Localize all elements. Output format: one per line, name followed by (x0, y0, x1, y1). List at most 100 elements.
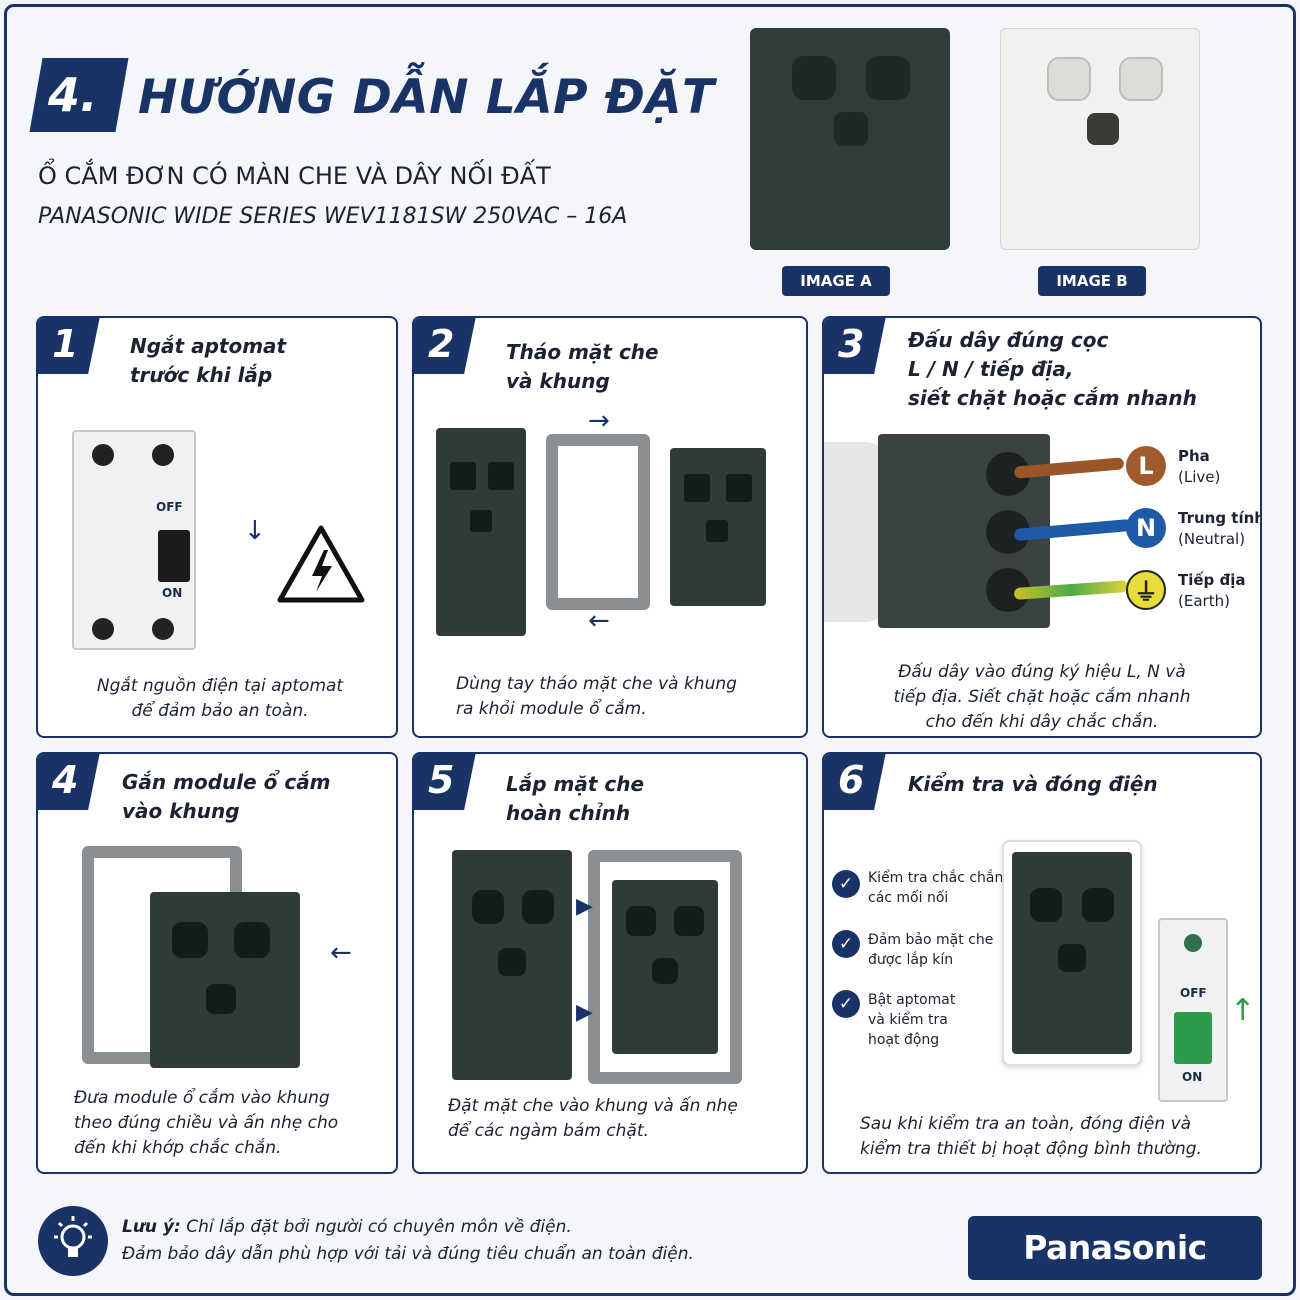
step-title-line: Kiểm tra và đóng điện (908, 772, 1158, 796)
step-number-badge: 1 (38, 318, 100, 374)
wire-name: Tiếp địa (1178, 571, 1246, 589)
step-number-badge: 3 (824, 318, 886, 374)
breaker-toggle (158, 530, 190, 582)
note-line: Chỉ lắp đặt bởi người có chuyên môn về đ… (186, 1217, 572, 1237)
brand-logo: Panasonic (968, 1216, 1262, 1280)
step-description-line: đến khi khớp chắc chắn. (74, 1138, 282, 1158)
wire-label-earth: Tiếp địa (Earth) (1178, 570, 1246, 612)
step-number: 6 (838, 758, 865, 802)
checklist-line: và kiểm tra (868, 1012, 948, 1028)
socket-hole-right (1119, 57, 1163, 101)
circuit-breaker: OFF ON (1158, 918, 1228, 1102)
step-description-line: kiểm tra thiết bị hoạt động bình thường. (860, 1139, 1202, 1159)
step-title: Kiểm tra và đóng điện (908, 770, 1158, 799)
lightbulb-icon (38, 1206, 108, 1276)
breaker-screw (92, 618, 114, 640)
wire-sub: (Neutral) (1178, 530, 1246, 548)
arrow-left-icon: ← (588, 606, 610, 636)
socket-hole-left (792, 56, 836, 100)
socket-hole (450, 462, 476, 490)
step-description: Đấu dây vào đúng ký hiệu L, N và tiếp đị… (854, 660, 1230, 735)
arrow-right-icon: ▶ (576, 894, 593, 919)
step-number-badge: 5 (414, 754, 476, 810)
checklist-item: Bật aptomat và kiểm tra hoạt động (868, 990, 955, 1050)
step-title-line: và khung (506, 369, 610, 393)
checklist-line: Đảm bảo mặt che (868, 932, 994, 948)
check-icon: ✓ (832, 990, 860, 1018)
wire-name: Pha (1178, 447, 1210, 465)
step-description: Sau khi kiểm tra an toàn, đóng điện và k… (860, 1112, 1202, 1162)
step-description-line: để đảm bảo an toàn. (131, 701, 309, 721)
mounting-frame (546, 434, 650, 610)
arrow-up-icon: ↑ (1230, 993, 1256, 1028)
earth-symbol: ⏚ (1126, 570, 1166, 610)
step-title-line: Gắn module ổ cắm (122, 770, 331, 794)
arrow-left-icon: ← (330, 938, 352, 968)
socket-hole (206, 984, 236, 1014)
socket-hole (726, 474, 752, 502)
step-title-line: trước khi lắp (130, 363, 273, 387)
wire-label-live: Pha (Live) (1178, 446, 1220, 488)
check-icon: ✓ (832, 870, 860, 898)
step-description-line: Đưa module ổ cắm vào khung (74, 1088, 330, 1108)
step-title-line: Lắp mặt che (506, 772, 645, 796)
step-number: 5 (428, 758, 455, 802)
step-description-line: Đặt mặt che vào khung và ấn nhẹ (448, 1096, 738, 1116)
breaker-off-label: OFF (1180, 986, 1207, 1000)
arrow-right-icon: → (588, 406, 610, 436)
live-symbol: L (1126, 446, 1166, 486)
step-description-line: tiếp địa. Siết chặt hoặc cắm nhanh (893, 687, 1191, 707)
step-description: Dùng tay tháo mặt che và khung ra khỏi m… (456, 672, 737, 722)
checklist-line: được lắp kín (868, 952, 954, 968)
caption-image-b: IMAGE B (1038, 266, 1146, 296)
step-number-badge: 6 (824, 754, 886, 810)
step-title-line: L / N / tiếp địa, (908, 357, 1074, 381)
step-title: Lắp mặt che hoàn chỉnh (506, 770, 644, 828)
step-number: 4 (52, 758, 79, 802)
note-label: Lưu ý: (122, 1217, 181, 1237)
checklist-item: Kiểm tra chắc chắn các mối nối (868, 868, 1003, 908)
step-title-line: hoàn chỉnh (506, 801, 631, 825)
socket-hole (1082, 888, 1114, 922)
arrow-down-icon: ↓ (244, 516, 266, 546)
step-description-line: ra khỏi module ổ cắm. (456, 699, 647, 719)
breaker-indicator (1184, 934, 1202, 952)
step-title: Gắn module ổ cắm vào khung (122, 768, 331, 826)
step-title-line: vào khung (122, 799, 240, 823)
step-title: Tháo mặt che và khung (506, 338, 659, 396)
breaker-screw (92, 444, 114, 466)
wire-sub: (Earth) (1178, 592, 1230, 610)
step-number: 1 (52, 322, 79, 366)
step-title-line: Tháo mặt che (506, 340, 659, 364)
step-description-line: Đấu dây vào đúng ký hiệu L, N và (898, 662, 1186, 682)
electric-warning-icon (277, 525, 365, 603)
step-card-5: 5 Lắp mặt che hoàn chỉnh ▶ ▶ Đặt mặt che… (412, 752, 808, 1174)
safety-note: Lưu ý: Chỉ lắp đặt bởi người có chuyên m… (122, 1214, 694, 1268)
breaker-screw (152, 618, 174, 640)
section-number: 4. (48, 68, 98, 122)
step-title-line: Đấu dây đúng cọc (908, 328, 1109, 352)
checklist-line: hoạt động (868, 1032, 940, 1048)
socket-hole (472, 890, 504, 924)
circuit-breaker: OFF ON (72, 430, 196, 650)
step-description: Đưa module ổ cắm vào khung theo đúng chi… (74, 1086, 338, 1161)
socket-hole (674, 906, 704, 936)
step-number-badge: 2 (414, 318, 476, 374)
breaker-off-label: OFF (156, 500, 183, 514)
step-description-line: cho đến khi dây chắc chắn. (925, 712, 1159, 732)
product-image-a (750, 28, 950, 250)
socket-hole (234, 922, 270, 958)
step-description-line: Sau khi kiểm tra an toàn, đóng điện và (860, 1114, 1192, 1134)
checklist-line: Kiểm tra chắc chắn (868, 870, 1004, 886)
step-title: Ngắt aptomat trước khi lắp (130, 332, 286, 390)
step-card-6: 6 Kiểm tra và đóng điện ✓ Kiểm tra chắc … (822, 752, 1262, 1174)
page-title: HƯỚNG DẪN LẮP ĐẶT (138, 70, 715, 125)
wire-sub: (Live) (1178, 468, 1221, 486)
cover-plate (1012, 852, 1132, 1054)
mounting-frame (588, 850, 742, 1084)
breaker-screw (152, 444, 174, 466)
step-description-line: Ngắt nguồn điện tại aptomat (96, 676, 344, 696)
socket-hole-earth (834, 112, 868, 146)
checklist-line: Bật aptomat (868, 992, 956, 1008)
wire-name: Trung tính (1178, 509, 1262, 527)
